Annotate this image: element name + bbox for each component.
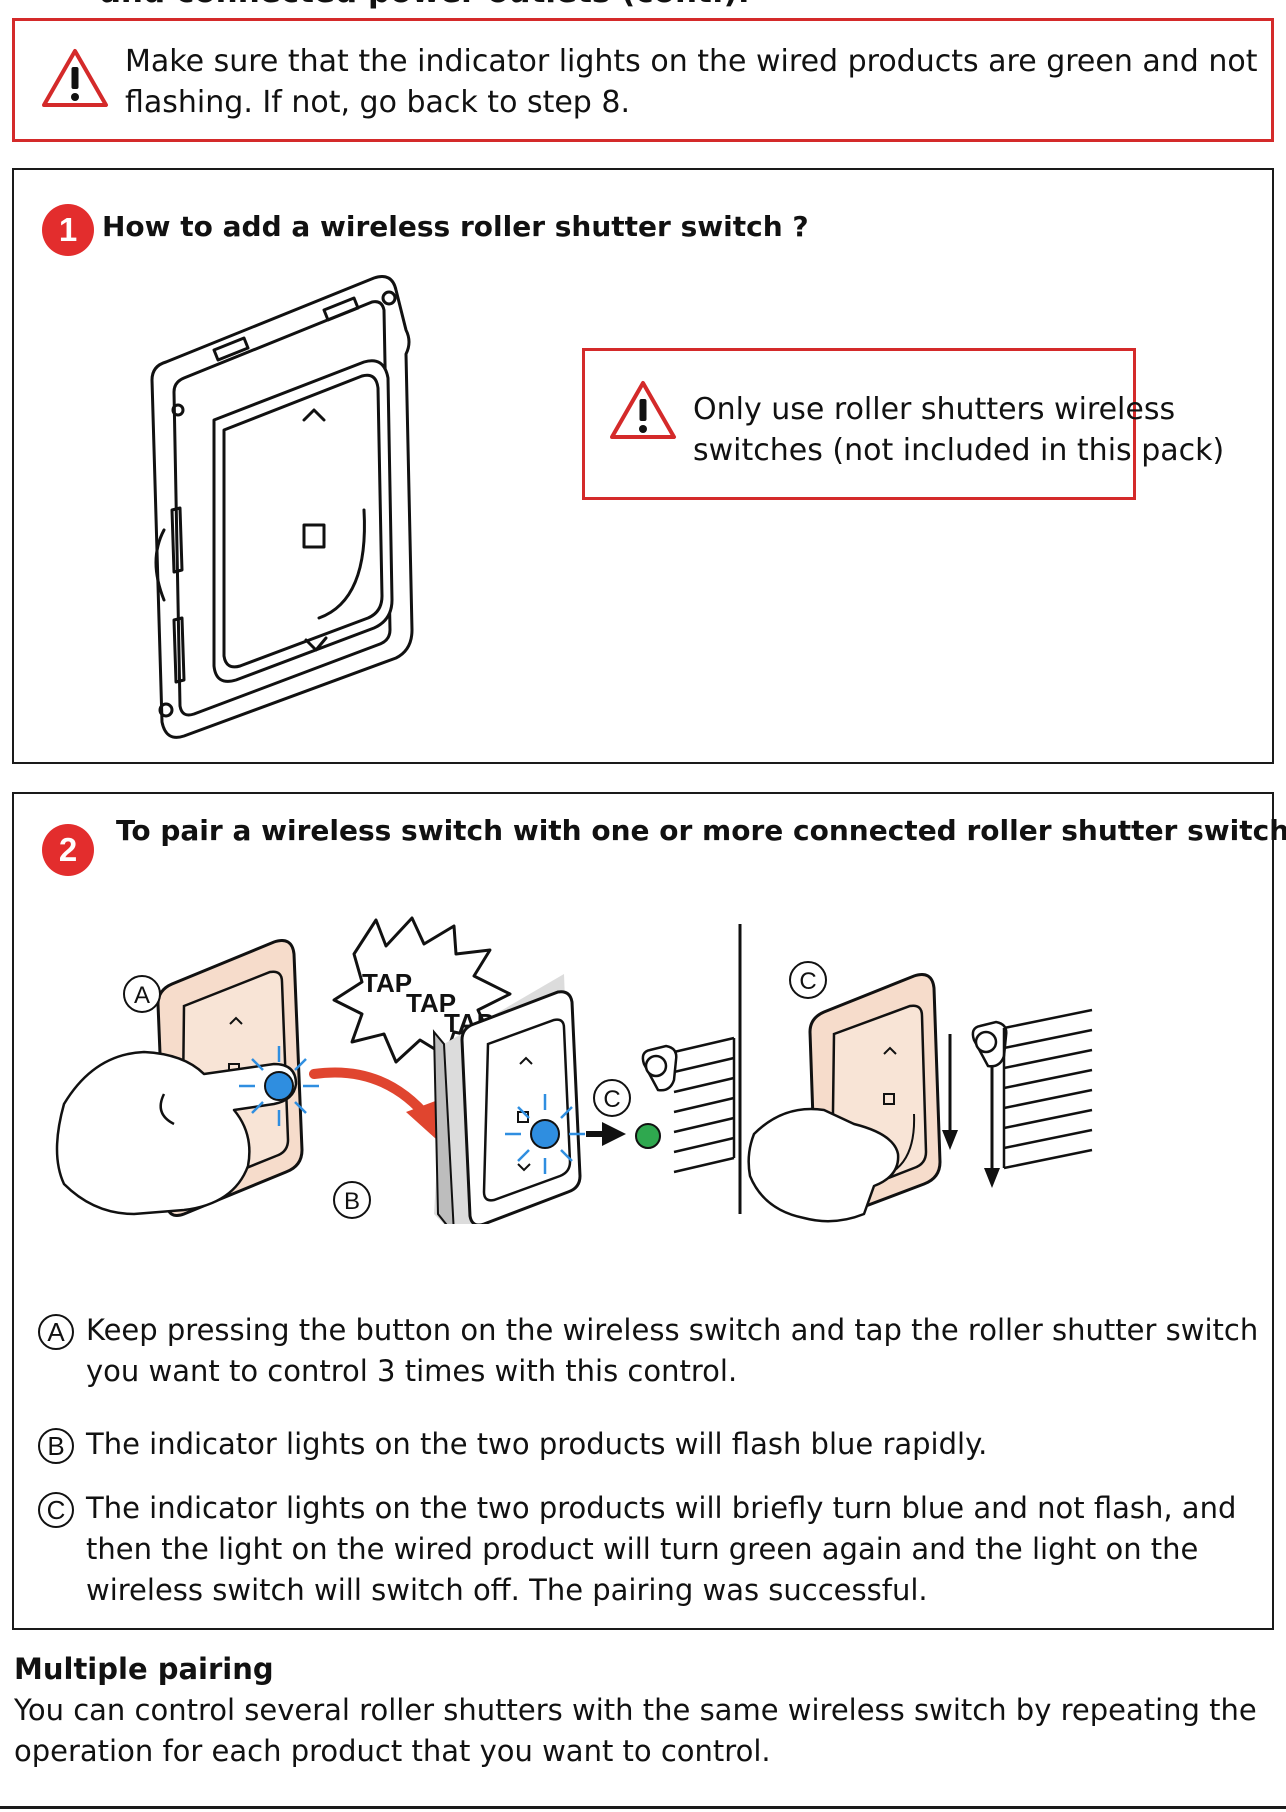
instruction-c: C The indicator lights on the two produc… [38,1488,1258,1612]
warning-box-top: Make sure that the indicator lights on t… [12,18,1274,142]
instruction-b-line1: The indicator lights on the two products… [86,1427,988,1461]
multiple-pairing-title: Multiple pairing [14,1652,274,1686]
instruction-c-line1: The indicator lights on the two products… [86,1491,1237,1525]
pairing-illustration: A TAP TAP TAP [55,916,1093,1224]
multiple-pairing-line1: You can control several roller shutters … [14,1693,1257,1727]
step2-panel: 2 To pair a wireless switch with one or … [12,792,1286,1630]
section-title-cut: and connected power outlets (cont.). [100,0,750,10]
page-bottom-rule [0,1806,1286,1809]
warning-triangle-icon [610,381,676,439]
indicator-light-center [505,1094,585,1174]
marker-a: A [38,1314,74,1350]
label-c-figure-2: C [789,961,827,999]
label-a-figure: A [123,975,161,1013]
indicator-light-left [239,1046,319,1126]
step2-title: To pair a wireless switch with one or mo… [116,814,1286,847]
warning-triangle-icon [42,49,108,107]
step1-title: How to add a wireless roller shutter swi… [102,210,809,243]
green-indicator [635,1123,661,1149]
label-b-figure: B [333,1181,371,1219]
down-arrow-icon [942,1034,958,1150]
wireless-switch-illustration [150,275,414,739]
figure-label-a: A [134,982,150,1009]
warning-text-line2: flashing. If not, go back to step 8. [125,85,631,120]
step1-panel: 1 How to add a wireless roller shutter s… [12,168,1274,764]
instruction-c-line3: wireless switch will switch off. The pai… [86,1573,928,1607]
black-arrow-head [602,1122,626,1146]
hand-left [55,1050,298,1216]
multiple-pairing-line2: operation for each product that you want… [14,1734,771,1768]
hand-right [747,1107,900,1223]
tap-text-1: TAP [362,968,412,998]
instruction-a-line2: you want to control 3 times with this co… [86,1354,738,1388]
warning-box-step1: Only use roller shutters wireless switch… [582,348,1224,500]
roller-shutter-center [641,1036,736,1174]
label-c-figure-1: C [593,1079,631,1117]
marker-b: B [38,1428,74,1464]
instruction-a-line1: Keep pressing the button on the wireless… [86,1313,1259,1347]
instruction-c-line2: then the light on the wired product will… [86,1532,1199,1566]
tap-text-2: TAP [406,988,456,1018]
figure-label-c2: C [799,968,816,995]
step1-warning-line2: switches (not included in this pack) [693,433,1225,468]
step2-badge: 2 [42,824,94,876]
down-arrow-icon [984,1064,1000,1188]
warning-text-line1: Make sure that the indicator lights on t… [125,44,1258,79]
instruction-b: B The indicator lights on the two produc… [38,1424,1258,1466]
figure-label-b: B [344,1188,360,1215]
roller-shutter-right [971,1008,1093,1170]
instruction-a: A Keep pressing the button on the wirele… [38,1310,1258,1394]
step1-warning-line1: Only use roller shutters wireless [693,392,1176,427]
step1-badge: 1 [42,204,94,256]
wired-switch-center [432,974,582,1224]
marker-c: C [38,1492,74,1528]
figure-label-c1: C [603,1086,620,1113]
